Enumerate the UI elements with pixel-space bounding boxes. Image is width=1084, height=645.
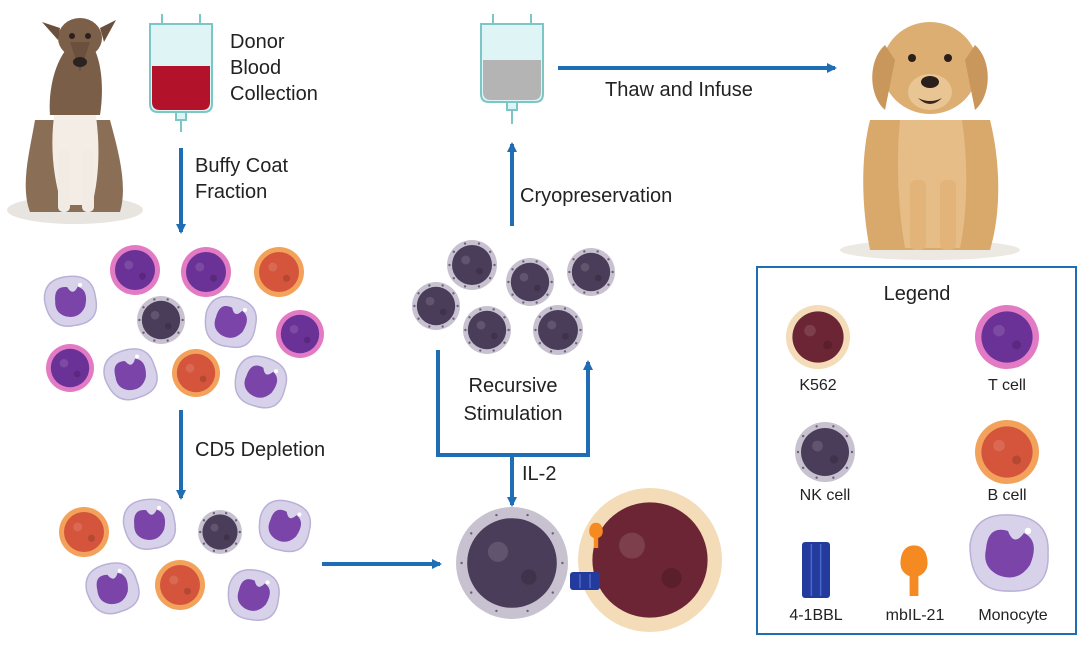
dog-labrador-image [840,22,1020,260]
nk-cell [567,248,615,296]
4-1bbl-ligand [802,542,830,598]
blood-bag-icon [149,14,213,132]
monocyte [227,569,280,621]
nk-cell [412,282,460,330]
b-cell [172,349,220,397]
flow-arrows [176,63,837,569]
legend-label-t-cell: T cell [988,377,1026,394]
label-donor-3: Collection [230,83,318,105]
nk-cell [447,240,497,290]
label-cryo: Cryopreservation [520,185,672,207]
monocyte [258,499,312,553]
monocyte [122,498,177,550]
legend-panel: Legend K562 T cell NK cell B cell 4-1BBL… [756,266,1077,635]
nk-cell [137,296,185,344]
legend-symbols [786,305,1049,598]
label-thaw: Thaw and Infuse [605,79,753,101]
t-cell [110,245,160,295]
legend-label-monocyte: Monocyte [978,607,1047,624]
cell-group-expanded-nk [412,240,615,355]
nk-cell [506,258,554,306]
legend-label-nk-cell: NK cell [800,487,851,504]
label-il2: IL-2 [522,463,556,485]
frozen-bag-icon [480,14,544,124]
monocyte [103,348,158,401]
nk-cell [533,305,583,355]
coculture-nk-k562 [456,488,722,632]
mbil21-ligand [900,545,928,596]
monocyte [234,355,288,409]
b-cell [59,507,109,557]
monocyte [204,295,257,349]
cell-group-depleted [59,498,312,621]
legend-label-4-1bbl: 4-1BBL [789,607,842,624]
mbil21-ligand [589,522,603,548]
monocyte [85,562,140,615]
label-cd5: CD5 Depletion [195,439,325,461]
legend-title: Legend [884,283,951,305]
b-cell [975,420,1039,484]
label-donor-1: Donor [230,31,285,53]
4-1bbl-ligand [570,572,600,590]
t-cell [46,344,94,392]
b-cell [254,247,304,297]
legend-label-mbil21: mbIL-21 [886,607,945,624]
label-recursive-2: Stimulation [464,403,563,425]
cell-group-mixed [43,245,324,409]
t-cell [276,310,324,358]
b-cell [155,560,205,610]
k562-cell [786,305,850,369]
t-cell [181,247,231,297]
label-buffy-1: Buffy Coat [195,155,288,177]
arrow-recursive [436,350,593,457]
nk-cell [456,507,568,619]
label-buffy-2: Fraction [195,181,267,203]
k562-cell [578,488,722,632]
nk-cell [198,510,242,554]
label-recursive-1: Recursive [469,375,558,397]
label-donor-2: Blood [230,57,281,79]
nk-cell [795,422,855,482]
legend-label-b-cell: B cell [987,487,1026,504]
nk-cell [463,306,511,354]
t-cell [975,305,1039,369]
monocyte [969,514,1049,592]
legend-label-k562: K562 [799,377,836,394]
monocyte [43,275,98,327]
dog-whippet-image [7,18,143,224]
